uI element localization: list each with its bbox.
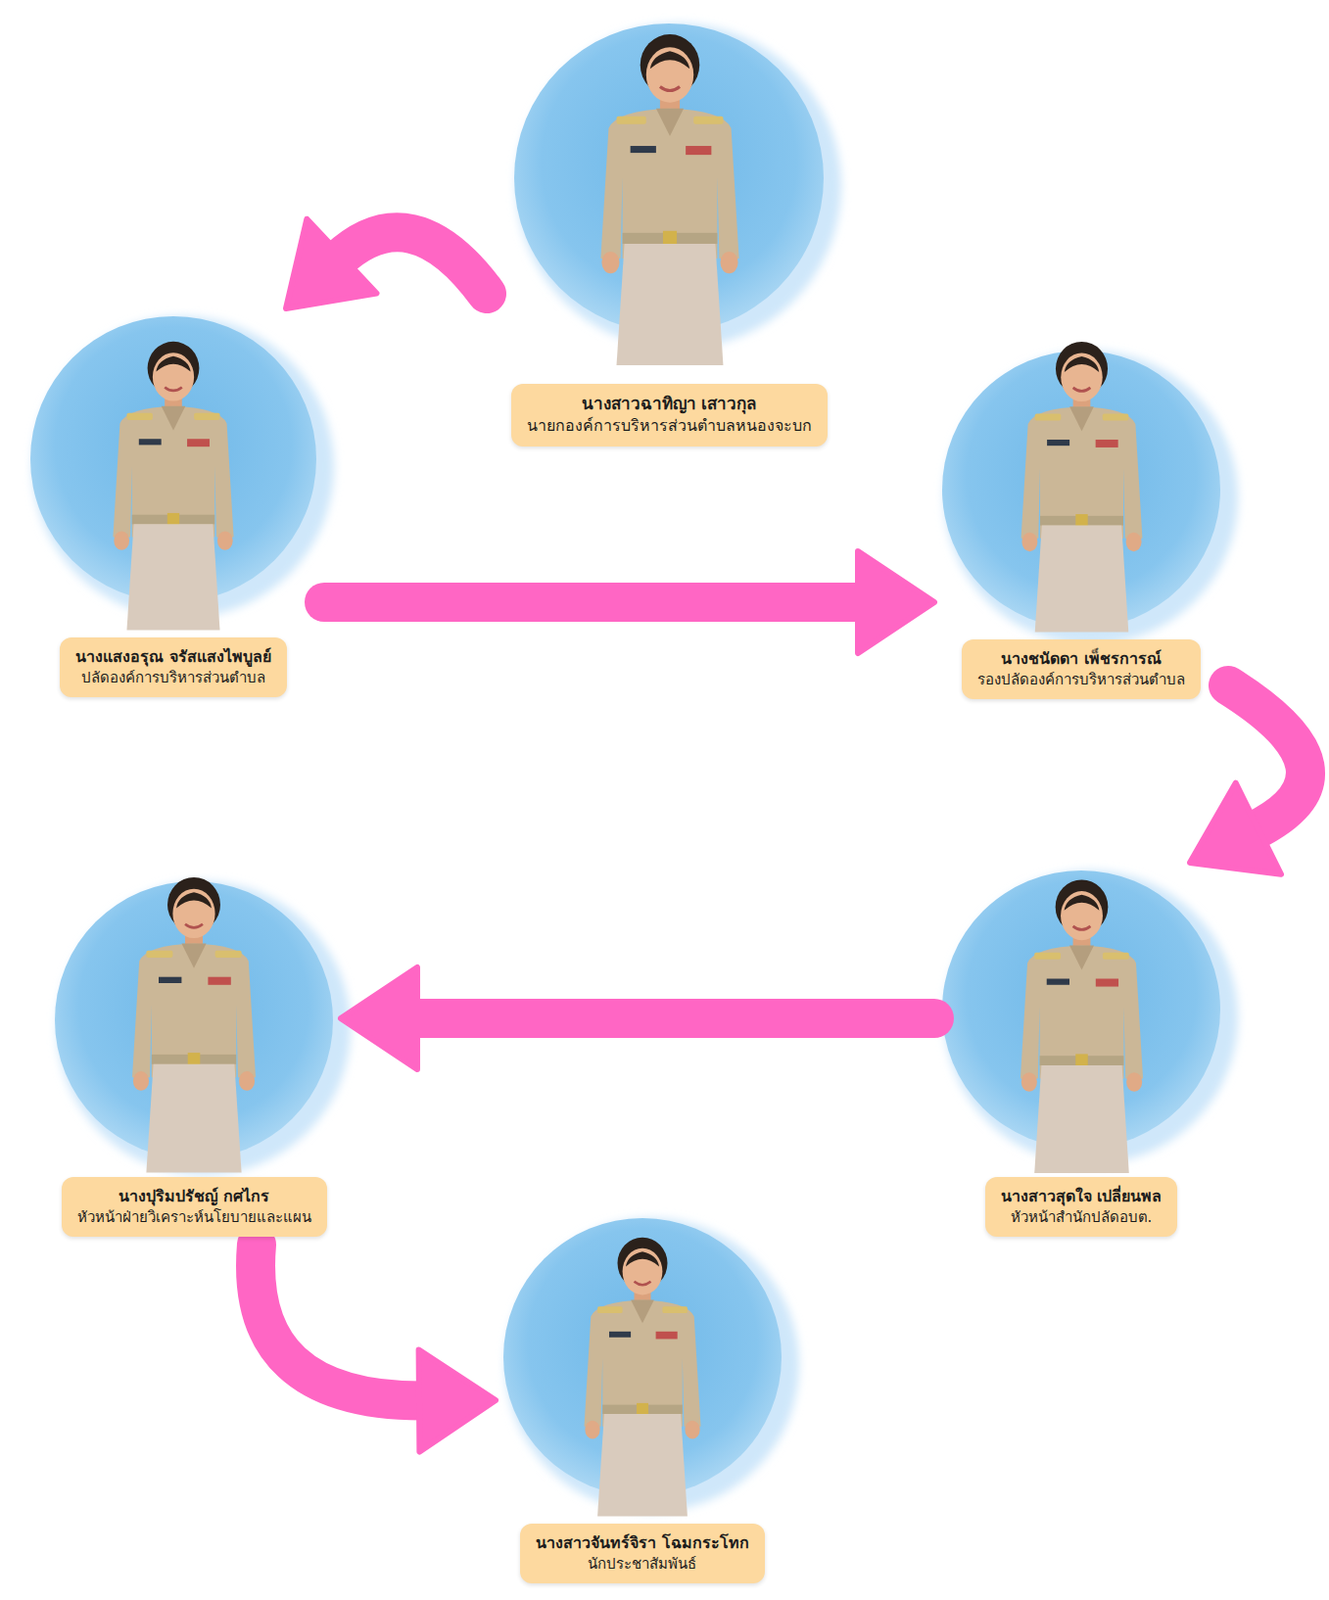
person-name: นางแสงอรุณ จรัสแสงไพบูลย์	[75, 646, 272, 668]
name-label-box: นางแสงอรุณ จรัสแสงไพบูลย์ปลัดองค์การบริห…	[59, 637, 287, 698]
arrow-shaft	[324, 582, 864, 622]
name-label-box: นางปุริมปรัชญ์ กศไกรหัวหน้าฝ่ายวิเคราะห์…	[61, 1177, 328, 1237]
flow-arrow	[324, 551, 935, 654]
person-node: นางสาวสุดใจ เปลี่ยนพลหัวหน้าสำนักปลัดอบต…	[942, 870, 1221, 1237]
person-node: นางปุริมปรัชญ์ กศไกรหัวหน้าฝ่ายวิเคราะห์…	[54, 881, 333, 1237]
person-name: นางชนัดดา เพ็ชรการณ์	[977, 648, 1186, 670]
position-title: หัวหน้าฝ่ายวิเคราะห์นโยบายและแผน	[77, 1207, 312, 1228]
person-name: นางสาวสุดใจ เปลี่ยนพล	[1000, 1186, 1163, 1208]
person-name: นางปุริมปรัชญ์ กศไกร	[77, 1186, 312, 1208]
person-name: นางสาวฉาทิญา เสาวกุล	[526, 392, 812, 416]
person-node: นางแสงอรุณ จรัสแสงไพบูลย์ปลัดองค์การบริห…	[30, 316, 317, 698]
arrow-head	[1189, 783, 1282, 875]
arrow-head	[285, 219, 377, 309]
arrow-head	[419, 1350, 496, 1453]
name-label-box: นางสาวฉาทิญา เสาวกุลนายกองค์การบริหารส่ว…	[511, 383, 828, 447]
position-title: ปลัดองค์การบริหารส่วนตำบล	[75, 667, 272, 688]
flow-arrow	[1189, 685, 1306, 875]
arrow-shaft	[411, 998, 935, 1039]
person-node: นางสาวฉาทิญา เสาวกุลนายกองค์การบริหารส่ว…	[494, 21, 844, 447]
person-figure	[112, 34, 1143, 1517]
name-label-box: นางสาวจันทร์จิรา โฉมกระโทกนักประชาสัมพัน…	[520, 1523, 765, 1584]
arrow-head	[340, 967, 418, 1070]
person-node: นางชนัดดา เพ็ชรการณ์รองปลัดองค์การบริหาร…	[942, 350, 1221, 700]
person-name: นางสาวจันทร์จิรา โฉมกระโทก	[535, 1532, 750, 1555]
position-title: รองปลัดองค์การบริหารส่วนตำบล	[977, 669, 1186, 690]
position-title: นายกองค์การบริหารส่วนตำบลหนองจะบก	[526, 415, 812, 437]
name-label-box: นางสาวสุดใจ เปลี่ยนพลหัวหน้าสำนักปลัดอบต…	[985, 1177, 1179, 1237]
position-title: นักประชาสัมพันธ์	[535, 1554, 750, 1574]
flow-arrow	[285, 219, 487, 309]
person-node: นางสาวจันทร์จิรา โฉมกระโทกนักประชาสัมพัน…	[503, 1218, 782, 1584]
position-title: หัวหน้าสำนักปลัดอบต.	[1000, 1207, 1163, 1228]
arrow-head	[857, 551, 935, 654]
arrow-shaft	[255, 1244, 426, 1402]
flow-arrow	[255, 1244, 496, 1453]
name-label-box: นางชนัดดา เพ็ชรการณ์รองปลัดองค์การบริหาร…	[961, 639, 1201, 700]
flow-arrow	[340, 967, 935, 1070]
